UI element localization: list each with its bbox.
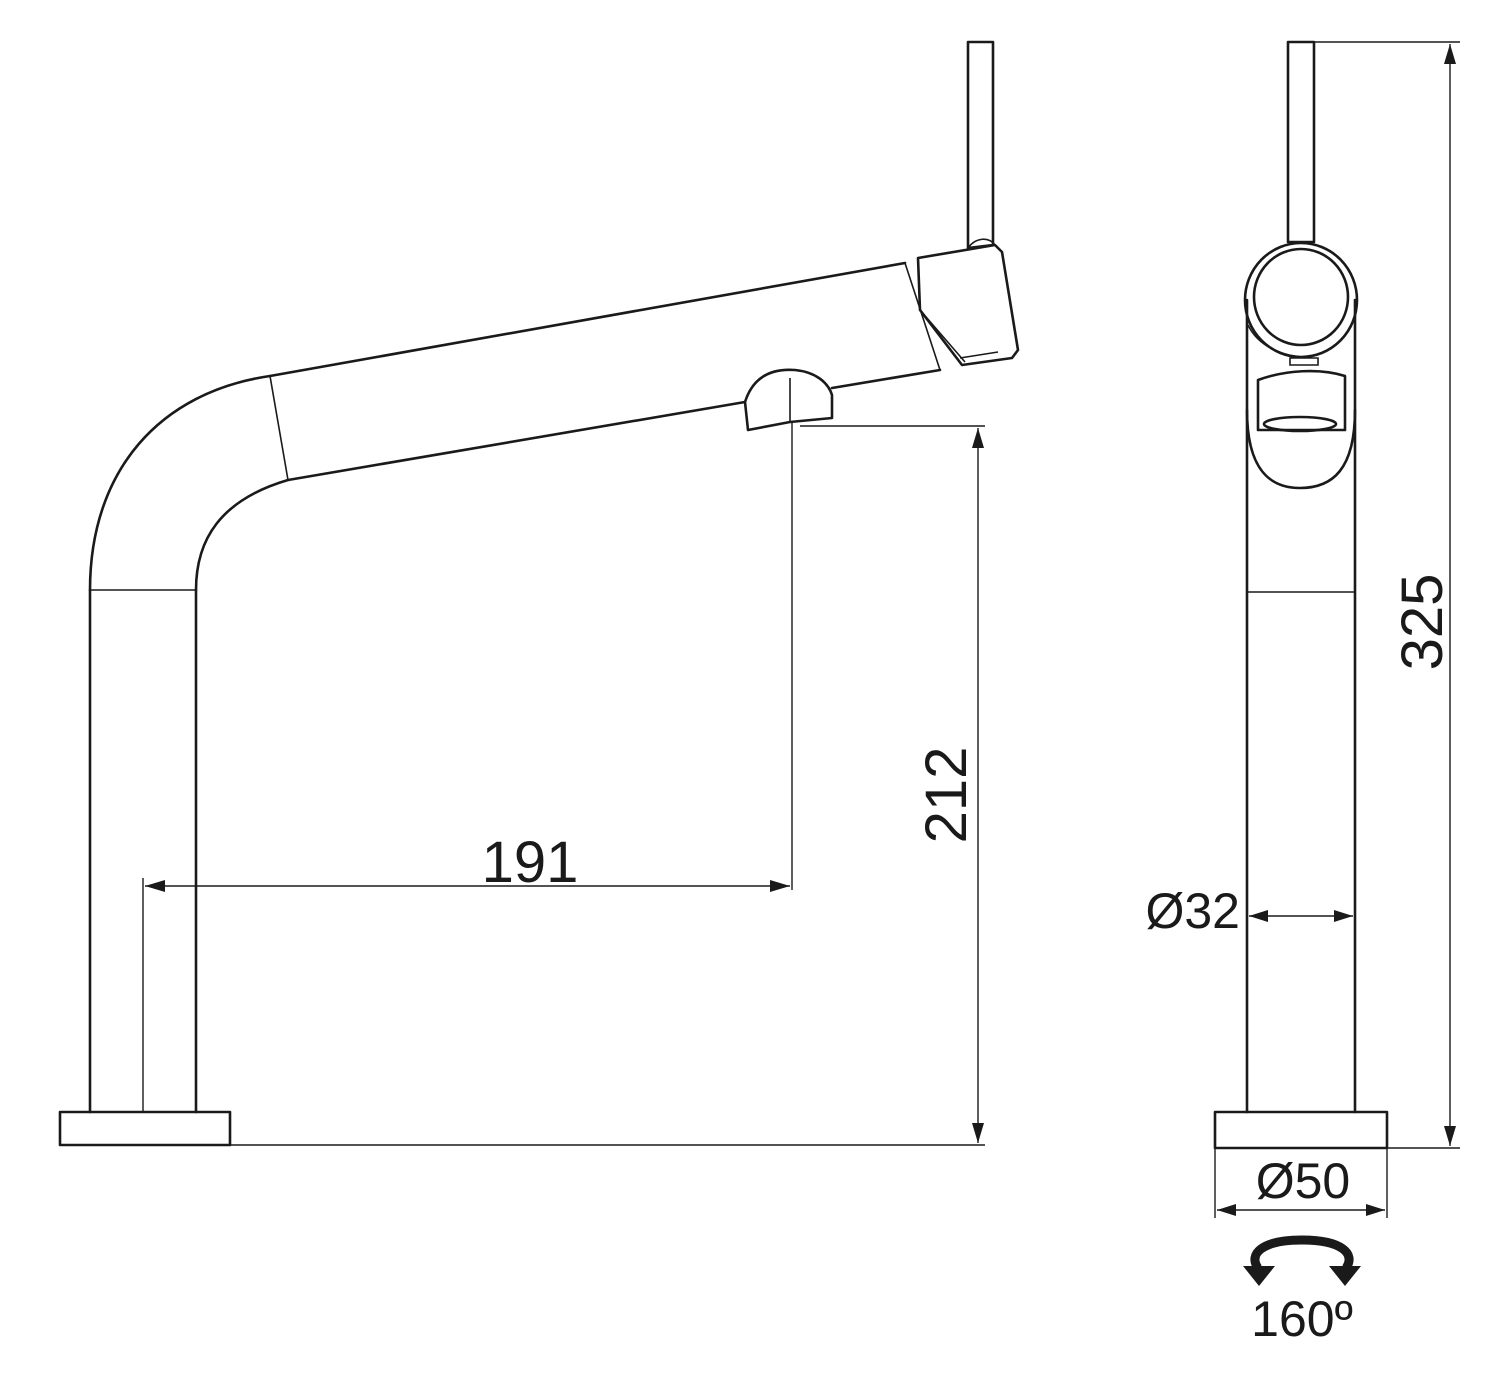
side-view bbox=[58, 40, 1020, 1147]
front-handle-inner bbox=[1252, 247, 1350, 347]
base-diameter-arrow-right bbox=[1366, 1204, 1385, 1216]
side-spout-joint bbox=[904, 262, 941, 371]
dimension-body-diameter: Ø32 bbox=[1145, 883, 1353, 939]
front-lever bbox=[1286, 40, 1316, 244]
spout-height-label: 212 bbox=[914, 747, 979, 844]
side-elbow-inner bbox=[194, 478, 290, 592]
front-outlet-tab bbox=[1289, 357, 1319, 366]
rotation-arc bbox=[1250, 1235, 1354, 1271]
side-spout-bottom-left bbox=[286, 400, 747, 482]
dimension-total-height: 325 bbox=[1314, 41, 1460, 1149]
side-lever-cap bbox=[967, 238, 996, 249]
side-elbow-joint bbox=[269, 375, 289, 481]
rotation-arrow-icon: 160º bbox=[1243, 1235, 1361, 1347]
front-aerator bbox=[1262, 415, 1338, 433]
side-base-plate bbox=[58, 1110, 232, 1147]
side-aerator bbox=[743, 368, 834, 432]
rotation-arrow-right-head bbox=[1329, 1266, 1361, 1286]
front-handle-shadow bbox=[1247, 324, 1306, 358]
front-handle-outer bbox=[1243, 241, 1359, 359]
dimension-reach: 191 bbox=[142, 422, 793, 1112]
body-diameter-label: Ø32 bbox=[1145, 883, 1240, 939]
body-diameter-arrow-right bbox=[1334, 910, 1353, 922]
front-spout-silhouette bbox=[1245, 408, 1357, 490]
base-diameter-label: Ø50 bbox=[1256, 1153, 1351, 1209]
spout-height-arrow-top bbox=[972, 428, 984, 448]
side-spout-bottom-right bbox=[830, 368, 942, 390]
total-height-arrow-top bbox=[1444, 44, 1456, 64]
body-diameter-arrow-left bbox=[1249, 910, 1268, 922]
side-handle-bottom-line bbox=[959, 351, 999, 359]
front-outlet-window bbox=[1256, 369, 1347, 432]
base-diameter-arrow-left bbox=[1217, 1204, 1236, 1216]
dimension-base-diameter: Ø50 bbox=[1214, 1148, 1388, 1218]
side-lever bbox=[966, 40, 995, 250]
front-base-plate bbox=[1213, 1110, 1389, 1150]
total-height-arrow-bottom bbox=[1444, 1126, 1456, 1146]
side-spout-top bbox=[268, 261, 907, 378]
spout-height-arrow-bottom bbox=[972, 1123, 984, 1143]
reach-label: 191 bbox=[482, 830, 579, 895]
side-handle-chamfer bbox=[919, 309, 966, 363]
dimension-spout-height: 212 bbox=[230, 425, 985, 1146]
total-height-label: 325 bbox=[1390, 574, 1455, 671]
rotation-label: 160º bbox=[1251, 1291, 1353, 1347]
reach-arrow-left bbox=[145, 880, 165, 892]
front-view bbox=[1213, 40, 1389, 1150]
rotation-arrow-left-head bbox=[1243, 1266, 1275, 1286]
side-elbow-outer bbox=[88, 374, 272, 592]
reach-arrow-right bbox=[770, 880, 790, 892]
